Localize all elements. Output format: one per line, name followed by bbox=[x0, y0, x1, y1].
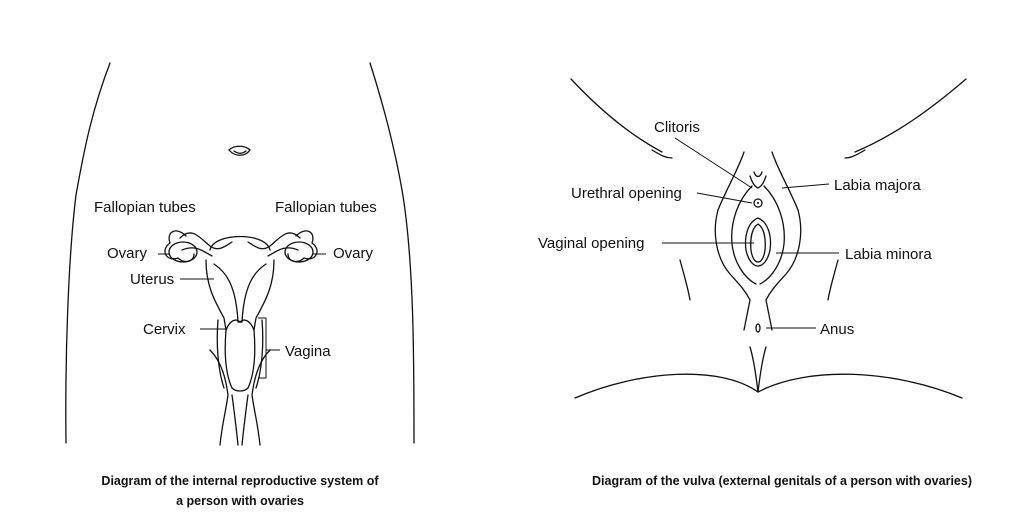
anus-shape bbox=[755, 323, 761, 333]
label-fallopian-right: Fallopian tubes bbox=[275, 199, 377, 216]
buttock-right bbox=[757, 373, 963, 399]
clitoral-hood bbox=[749, 175, 767, 189]
label-uterus: Uterus bbox=[130, 271, 174, 288]
caption-vulva: Diagram of the vulva (external genitals … bbox=[592, 474, 972, 488]
caption-internal: Diagram of the internal reproductive sys… bbox=[40, 471, 440, 511]
uterine-cavity bbox=[213, 263, 267, 323]
vulva-diagram: Clitoris Urethral opening Labia majora V… bbox=[538, 78, 967, 399]
vaginal-opening-shape bbox=[744, 217, 772, 267]
label-ovary-left: Ovary bbox=[107, 245, 148, 262]
fimbriae-right bbox=[287, 230, 318, 263]
ovary-left bbox=[168, 241, 198, 263]
vagina-canal bbox=[224, 329, 256, 389]
urethral-opening-shape bbox=[753, 198, 763, 208]
label-anus: Anus bbox=[820, 321, 854, 338]
navel bbox=[228, 145, 251, 156]
label-labia-minora: Labia minora bbox=[845, 246, 932, 263]
label-cervix: Cervix bbox=[143, 321, 186, 338]
label-vagina: Vagina bbox=[285, 343, 331, 360]
buttock-left bbox=[574, 373, 759, 399]
caption-internal-line1: Diagram of the internal reproductive sys… bbox=[101, 474, 379, 488]
label-vaginal-opening: Vaginal opening bbox=[538, 235, 644, 252]
label-ovary-right: Ovary bbox=[333, 245, 374, 262]
uterus-outer bbox=[205, 259, 275, 331]
fallopian-tube-right bbox=[247, 232, 301, 250]
torso-outline-left bbox=[65, 62, 111, 444]
caption-internal-line2: a person with ovaries bbox=[176, 494, 304, 508]
label-clitoris: Clitoris bbox=[654, 119, 700, 136]
internal-diagram: Fallopian tubes Fallopian tubes Ovary Ov… bbox=[65, 62, 415, 446]
label-urethral-opening: Urethral opening bbox=[571, 185, 682, 202]
fallopian-tube-left bbox=[179, 232, 233, 250]
lower-flare bbox=[209, 349, 271, 446]
labia-minora-left bbox=[731, 185, 757, 285]
labia-majora-right bbox=[765, 151, 802, 301]
thigh-left bbox=[570, 78, 663, 153]
fimbriae-left bbox=[164, 230, 195, 263]
ovary-right bbox=[284, 241, 314, 263]
label-labia-majora: Labia majora bbox=[834, 177, 921, 194]
torso-outline-right bbox=[369, 62, 415, 444]
labia-majora-left bbox=[714, 151, 751, 301]
labia-minora-right bbox=[759, 185, 785, 285]
cervix-shape bbox=[225, 319, 255, 331]
thigh-right bbox=[854, 78, 967, 153]
uterus-fundus bbox=[209, 235, 271, 251]
label-fallopian-left: Fallopian tubes bbox=[94, 199, 196, 216]
